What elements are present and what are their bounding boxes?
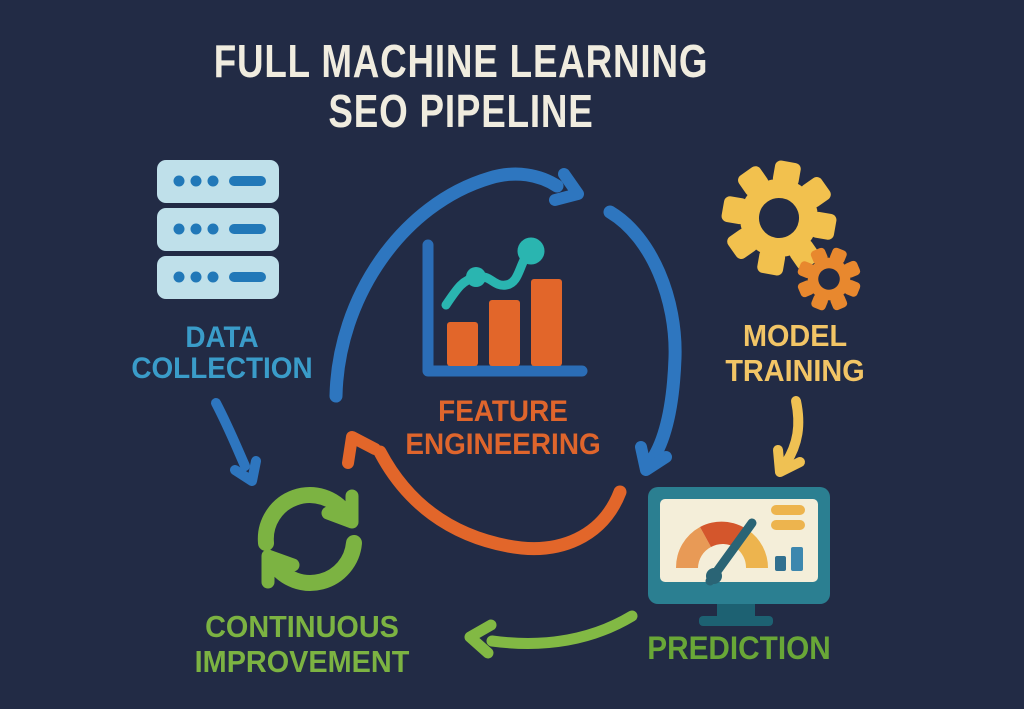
- label-feature-engineering: FEATURE ENGINEERING: [405, 395, 601, 461]
- central-cycle-arc-bottom: [342, 431, 627, 556]
- cycle-arrows-icon: [257, 487, 362, 591]
- label-model-training: MODEL TRAINING: [725, 318, 865, 388]
- gauge-icon: [675, 518, 769, 586]
- prediction-to-continuous-improvement-arrow: [464, 610, 638, 659]
- page-title-line-2: SEO PIPELINE: [328, 85, 594, 137]
- model-training-to-prediction-arrow: [773, 396, 805, 477]
- gears-icon: [721, 160, 861, 311]
- page-title-line-1: FULL MACHINE LEARNING: [213, 35, 709, 87]
- label-prediction: PREDICTION: [647, 630, 831, 666]
- label-data-collection: DATA COLLECTION: [131, 321, 313, 385]
- arrowhead-icon: [635, 441, 672, 476]
- arrowhead-icon: [230, 456, 261, 486]
- server-stack-icon: [157, 160, 279, 299]
- central-cycle-arc-right: [603, 205, 682, 476]
- gauge-monitor-icon: [648, 487, 830, 626]
- bar-chart-trend-icon: [422, 237, 588, 377]
- arrowhead-icon: [464, 619, 497, 659]
- arrowhead-icon: [773, 445, 805, 477]
- arrowhead-icon: [342, 431, 381, 469]
- screen-stats-icon: [771, 505, 805, 571]
- data-collection-to-cycle-arrow: [211, 398, 261, 486]
- arrowhead-icon: [321, 489, 359, 529]
- arrowhead-icon: [549, 168, 584, 206]
- arrowhead-icon: [261, 549, 300, 589]
- page-title: FULL MACHINE LEARNING SEO PIPELINE: [51, 36, 870, 136]
- central-cycle-arc-top: [329, 167, 584, 403]
- label-continuous-improvement: CONTINUOUS IMPROVEMENT: [194, 609, 410, 679]
